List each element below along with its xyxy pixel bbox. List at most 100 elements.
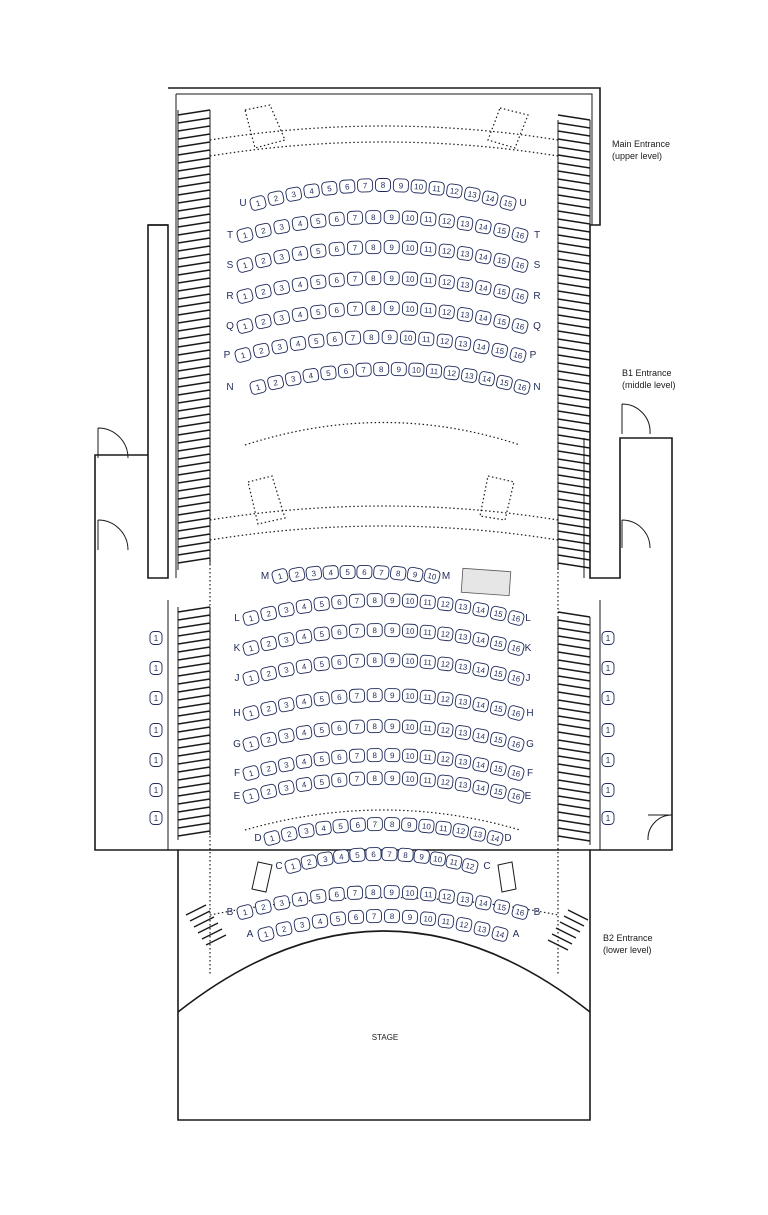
seat[interactable]: 9 [383, 240, 400, 255]
seat[interactable]: 9 [392, 178, 409, 193]
seat[interactable]: 11 [420, 211, 437, 227]
seat[interactable]: 12 [437, 596, 454, 612]
seat[interactable]: 13 [454, 754, 472, 769]
seat[interactable]: 6 [347, 909, 365, 925]
seat[interactable]: 2 [254, 283, 272, 300]
seat[interactable]: 16 [511, 288, 529, 304]
seat[interactable]: 15 [493, 222, 511, 239]
seat[interactable]: 10 [401, 885, 419, 900]
seat[interactable]: 7 [381, 847, 398, 862]
seat[interactable]: 13 [473, 921, 491, 937]
seat[interactable]: 7 [346, 210, 364, 225]
seat[interactable]: 12 [438, 304, 455, 320]
seat[interactable]: 14 [472, 728, 490, 744]
seat[interactable]: 11 [419, 772, 436, 788]
seat[interactable]: 11 [445, 854, 463, 870]
seat[interactable]: 12 [446, 183, 463, 199]
seat[interactable]: 11 [420, 302, 437, 318]
seat[interactable]: 13 [454, 336, 472, 351]
seat[interactable]: 16 [511, 227, 529, 243]
seat[interactable]: 3 [273, 219, 291, 235]
seat[interactable]: 1 [242, 670, 260, 686]
seat[interactable]: 5 [320, 365, 337, 381]
seat[interactable]: 15 [489, 635, 507, 652]
seat[interactable]: 1 [242, 705, 260, 721]
seat[interactable]: 10 [401, 210, 419, 225]
seat[interactable]: 11 [418, 331, 435, 347]
seat[interactable]: 15 [489, 700, 507, 717]
seat[interactable]: 8 [366, 593, 383, 608]
seat[interactable]: 16 [507, 736, 525, 752]
seat[interactable]: 9 [383, 210, 400, 225]
seat[interactable]: 9 [384, 593, 401, 608]
seat[interactable]: 15 [496, 374, 513, 391]
seat[interactable]: 3 [297, 823, 315, 839]
seat[interactable]: 14 [472, 339, 490, 355]
seat[interactable]: 10 [401, 593, 419, 608]
seat[interactable]: 11 [425, 363, 443, 379]
seat[interactable]: 14 [486, 830, 504, 846]
seat[interactable]: 9 [384, 748, 401, 763]
side-seat-left[interactable]: 1 [149, 661, 163, 675]
seat[interactable]: 2 [267, 374, 284, 391]
seat[interactable]: 5 [310, 274, 327, 290]
side-seat-right[interactable]: 1 [601, 723, 615, 737]
seat[interactable]: 1 [242, 640, 260, 656]
seat[interactable]: 14 [478, 371, 496, 387]
seat[interactable]: 15 [491, 342, 509, 359]
seat[interactable]: 9 [413, 849, 430, 864]
seat[interactable]: 13 [454, 777, 472, 792]
seat[interactable]: 2 [260, 605, 278, 622]
seat[interactable]: 7 [357, 178, 374, 193]
seat[interactable]: 8 [366, 653, 383, 668]
seat[interactable]: 3 [277, 602, 295, 618]
seat[interactable]: 9 [401, 909, 419, 925]
seat[interactable]: 12 [437, 656, 454, 672]
seat[interactable]: 4 [295, 694, 313, 709]
seat[interactable]: 5 [313, 626, 330, 642]
seat[interactable]: 12 [452, 823, 470, 839]
seat[interactable]: 14 [472, 662, 490, 678]
seat[interactable]: 16 [509, 347, 527, 363]
seat[interactable]: 4 [295, 754, 313, 769]
seat[interactable]: 10 [401, 748, 419, 763]
seat[interactable]: 2 [260, 635, 278, 652]
seat[interactable]: 4 [289, 336, 307, 351]
seat[interactable]: 13 [456, 246, 474, 261]
seat[interactable]: 11 [437, 913, 455, 929]
seat[interactable]: 16 [507, 765, 525, 781]
seat[interactable]: 5 [313, 656, 330, 672]
seat[interactable]: 9 [390, 362, 407, 377]
side-seat-right[interactable]: 1 [601, 631, 615, 645]
seat[interactable]: 9 [383, 271, 400, 286]
seat[interactable]: 9 [384, 719, 401, 734]
seat[interactable]: 5 [339, 564, 356, 580]
seat[interactable]: 5 [310, 213, 327, 229]
seat[interactable]: 1 [242, 765, 260, 781]
seat[interactable]: 1 [242, 788, 260, 804]
seat[interactable]: 4 [291, 246, 309, 261]
seat[interactable]: 6 [328, 302, 345, 318]
seat[interactable]: 7 [348, 771, 366, 786]
seat[interactable]: 4 [311, 913, 329, 929]
seat[interactable]: 7 [346, 271, 364, 286]
seat[interactable]: 3 [271, 339, 289, 355]
seat[interactable]: 12 [437, 774, 454, 790]
seat[interactable]: 12 [461, 858, 479, 874]
seat[interactable]: 15 [489, 731, 507, 748]
seat[interactable]: 8 [365, 885, 382, 900]
seat[interactable]: 14 [472, 697, 490, 713]
seat[interactable]: 5 [313, 722, 330, 738]
seat[interactable]: 6 [331, 720, 348, 736]
seat[interactable]: 4 [291, 216, 309, 231]
seat[interactable]: 5 [310, 304, 327, 320]
seat[interactable]: 6 [331, 689, 348, 705]
seat[interactable]: 2 [260, 665, 278, 682]
seat[interactable]: 6 [337, 363, 355, 379]
seat[interactable]: 6 [339, 179, 356, 194]
seat[interactable]: 2 [260, 783, 278, 800]
seat[interactable]: 1 [236, 257, 254, 273]
seat[interactable]: 4 [291, 277, 309, 292]
seat[interactable]: 6 [328, 211, 345, 227]
seat[interactable]: 4 [295, 599, 313, 614]
